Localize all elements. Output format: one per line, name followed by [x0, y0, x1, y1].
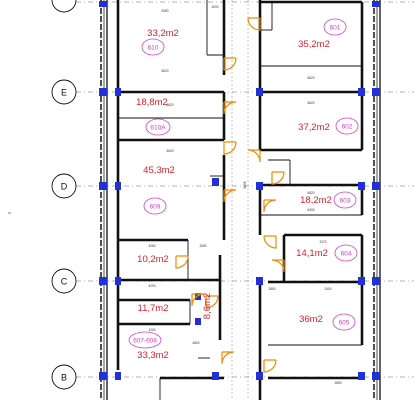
- dim-label: 2850: [268, 287, 275, 291]
- dim-label: 6620: [307, 191, 314, 195]
- door-602: [247, 149, 261, 163]
- room-area: 36m2: [299, 314, 323, 325]
- room-area: 37,2m2: [298, 122, 330, 133]
- door-610a: [223, 101, 237, 115]
- room-area: 45,3m2: [143, 165, 175, 176]
- axis-bubble-d: D: [51, 173, 77, 199]
- room-601: 601 35,2m2: [298, 18, 347, 50]
- room-603: 18,2m2 603: [300, 191, 357, 209]
- door-604b: [271, 259, 285, 273]
- dim-label: 6620: [307, 101, 314, 105]
- door-609a: [223, 141, 237, 155]
- dimension-labels: 5350 4000 6620 6620 6620 4280 2650 4200 …: [148, 5, 341, 385]
- door-607: [221, 351, 235, 365]
- dim-label: 4200: [148, 328, 155, 332]
- door-603a: [271, 171, 285, 185]
- axis-bubble-top: [51, 0, 77, 13]
- dim-label: 6620: [161, 69, 168, 73]
- axis-bubble-c: C: [51, 268, 77, 294]
- room-tag: 603: [340, 197, 351, 204]
- dim-label: 3170: [319, 240, 326, 244]
- room-610: 33,2m2 610: [141, 28, 179, 56]
- room-605: 36m2 605: [299, 313, 356, 331]
- room-tag: 610A: [150, 124, 166, 131]
- dim-label: 2400: [324, 287, 331, 291]
- room-10-2: 10,2m2: [137, 254, 169, 265]
- door-11: [191, 293, 205, 307]
- axis-label-c: C: [61, 277, 68, 287]
- room-609: 45,3m2 609: [143, 165, 175, 215]
- dim-label: 6620: [166, 103, 173, 107]
- door-610: [223, 57, 237, 71]
- dim-label: 6620: [307, 76, 314, 80]
- axis-label-e: E: [61, 88, 67, 98]
- axis-label-d: D: [61, 182, 68, 192]
- room-604: 14,1m2 604: [296, 244, 358, 262]
- room-area: 18,8m2: [136, 97, 168, 108]
- dim-label: 6620: [166, 149, 173, 153]
- room-tag: 604: [341, 250, 352, 257]
- dim-label: 6400: [307, 208, 314, 212]
- room-area: 14,1m2: [296, 248, 328, 259]
- room-area: 35,2m2: [298, 39, 330, 50]
- room-area: 33,2m2: [147, 28, 179, 39]
- axis-bubble-b: B: [51, 364, 77, 390]
- axis-bubble-e: E: [51, 79, 77, 105]
- axis-bubbles: E D C B: [51, 0, 77, 390]
- exterior-wall-left: [100, 0, 108, 400]
- axis-label-b: B: [61, 373, 67, 383]
- dim-label: 5350: [161, 9, 168, 13]
- exterior-wall-right: [373, 0, 381, 400]
- dim-label: 2850: [334, 381, 341, 385]
- room-tag: 602: [342, 123, 353, 130]
- room-tag: 607-608: [133, 337, 157, 344]
- room-607-608: 607-608 33,3m2: [128, 331, 169, 361]
- dim-label: 4000: [211, 5, 218, 9]
- room-610a: 18,8m2 610A: [136, 97, 171, 136]
- room-8-6: 8,6m2: [202, 293, 213, 319]
- structural-columns: [99, 1, 380, 380]
- dim-label: 4200: [148, 284, 155, 288]
- dim-label: 6656: [243, 181, 247, 188]
- corridor-lines: [231, 0, 249, 400]
- room-602: 37,2m2 602: [298, 117, 359, 135]
- door-10: [175, 255, 189, 269]
- dim-label: 2650: [199, 244, 206, 248]
- room-tag: 605: [339, 319, 350, 326]
- room-area: 8,6m2: [202, 293, 213, 319]
- room-area: 18,2m2: [300, 195, 332, 206]
- doors: [175, 17, 285, 373]
- dim-label: 4280: [148, 244, 155, 248]
- room-tag: 610: [148, 44, 159, 51]
- door-601: [247, 17, 261, 31]
- door-603b: [263, 199, 277, 213]
- door-86: [205, 295, 219, 309]
- room-area: 10,2m2: [137, 254, 169, 265]
- room-tag: 609: [150, 203, 161, 210]
- room-11-7: 11,7m2: [138, 303, 169, 314]
- room-area: 33,3m2: [137, 350, 169, 361]
- room-area: 11,7m2: [138, 303, 169, 314]
- door-609b: [223, 189, 237, 203]
- right-block-walls: [258, 0, 364, 400]
- dim-label: 4800: [192, 341, 199, 345]
- room-tag: 601: [330, 24, 341, 31]
- door-605: [263, 359, 277, 373]
- door-604a: [263, 235, 277, 249]
